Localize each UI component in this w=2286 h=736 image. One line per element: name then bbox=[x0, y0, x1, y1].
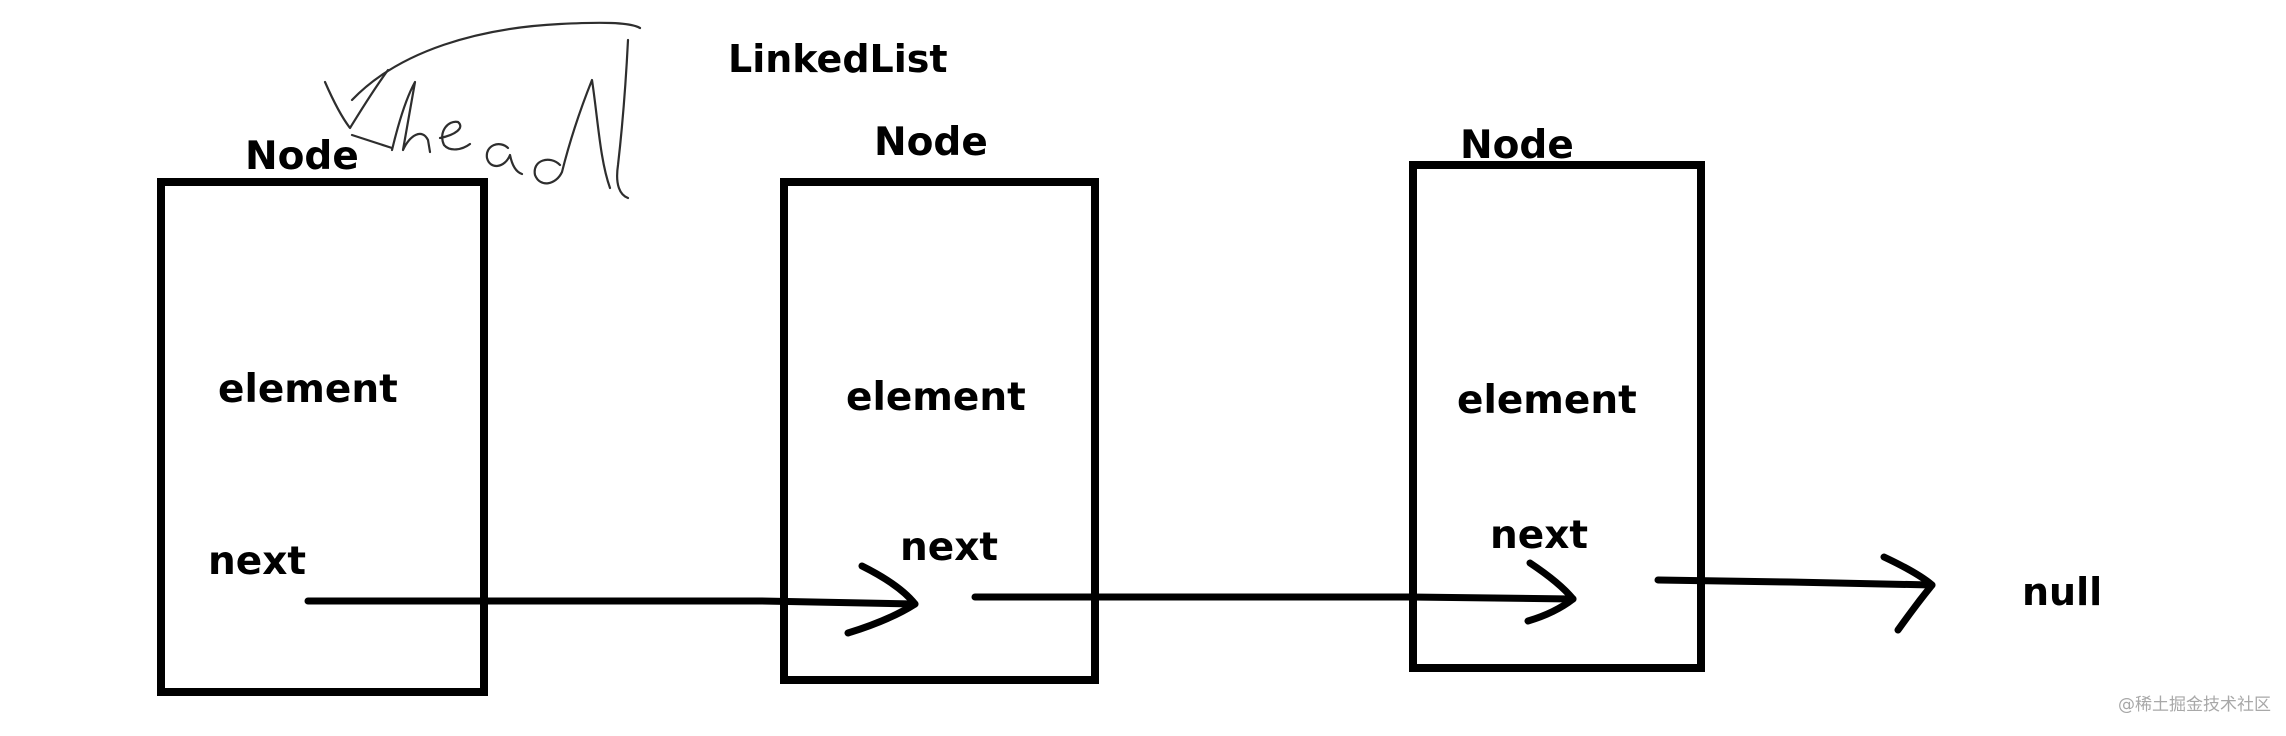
null-label: null bbox=[2022, 570, 2103, 614]
node-1-element-label: element bbox=[218, 367, 398, 412]
node-3-title: Node bbox=[1460, 123, 1574, 168]
node-1-title: Node bbox=[245, 134, 359, 179]
node-1-box bbox=[157, 178, 488, 696]
node-2-box bbox=[780, 178, 1099, 684]
handwritten-head-annotation bbox=[323, 21, 642, 200]
node-3-next-label: next bbox=[1490, 513, 1589, 558]
node-3-box bbox=[1409, 161, 1705, 672]
node-2-next-label: next bbox=[900, 525, 999, 570]
watermark: @稀土掘金技术社区 bbox=[2118, 695, 2271, 715]
arrow-node1-to-node2 bbox=[304, 562, 919, 637]
node-3-element-label: element bbox=[1457, 378, 1637, 423]
node-2-title: Node bbox=[874, 120, 988, 165]
arrow-node3-to-null bbox=[1654, 553, 1936, 634]
diagram-title: LinkedList bbox=[728, 37, 948, 81]
node-1-next-label: next bbox=[208, 539, 307, 584]
node-2-element-label: element bbox=[846, 375, 1026, 420]
arrow-node2-to-node3 bbox=[971, 559, 1577, 625]
